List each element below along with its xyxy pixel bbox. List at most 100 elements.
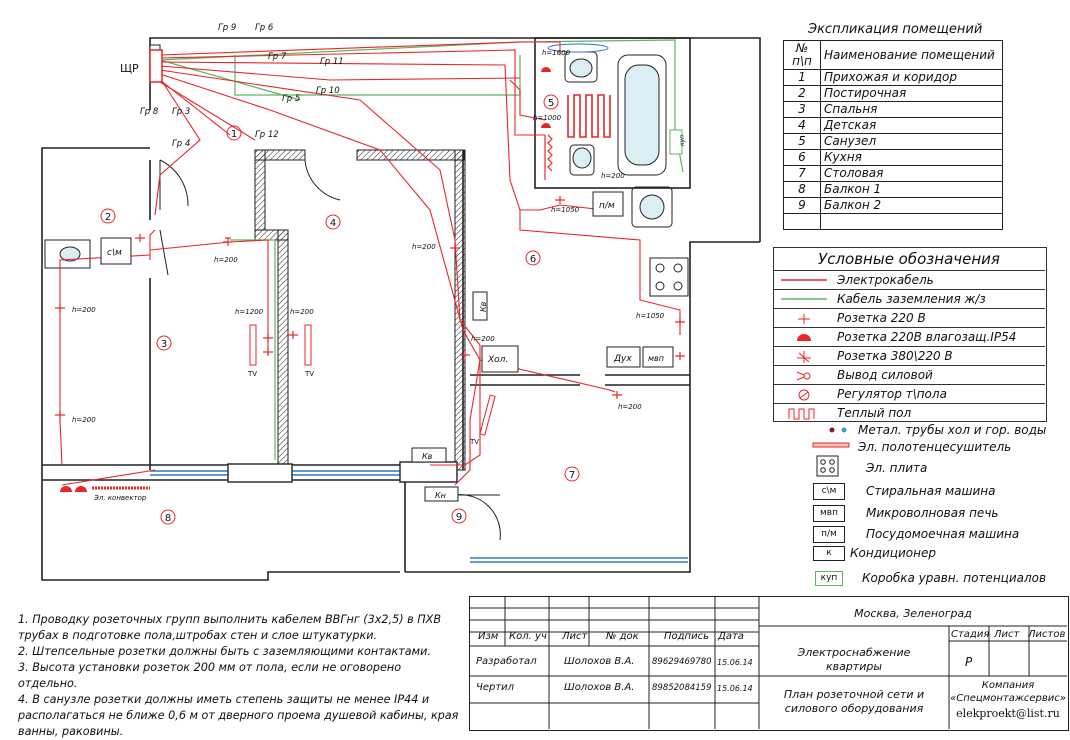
- tv-label: TV: [247, 370, 257, 378]
- ground-cable-icon: [781, 298, 827, 300]
- title-block: [469, 596, 1069, 731]
- doors: [159, 159, 501, 541]
- tv-marks: [249, 324, 496, 436]
- group-label: Гр 4: [172, 139, 190, 149]
- height-label: h=200: [290, 308, 314, 316]
- explication-title: Экспликация помещений: [808, 22, 983, 37]
- tb-role: Разработал: [476, 656, 537, 667]
- tb-sign: 89629469780: [652, 657, 712, 667]
- room-markers: 1 2 3 4 5 6 7 8 9: [100, 94, 580, 525]
- height-labels: h=1600 h=1000 h=200 h=1050 h=200 h=200 h…: [72, 49, 665, 424]
- tb-date: 15.06.14: [717, 658, 753, 667]
- dishwasher-symbol: п/м: [813, 526, 845, 543]
- tb-name: Шолохов В.А.: [564, 682, 635, 693]
- row-name: Прихожая и коридор: [820, 69, 1003, 86]
- ac-label: Кн: [435, 491, 446, 500]
- tb-date: 15.06.14: [717, 684, 753, 693]
- kup-label: куп: [679, 135, 686, 146]
- legend-label: Регулятор т\пола: [837, 387, 947, 401]
- height-label: h=1050: [551, 206, 580, 214]
- row-num: 1: [783, 69, 821, 86]
- legend-label: Кабель заземления ж/з: [837, 292, 986, 306]
- height-label: h=200: [214, 256, 238, 264]
- tb-header: № док: [606, 631, 639, 642]
- height-label: h=200: [72, 306, 96, 314]
- legend-label: Кондиционер: [850, 546, 936, 560]
- title-block-grid: [469, 596, 1067, 729]
- height-label: h=200: [412, 243, 436, 251]
- legend-label: Стиральная машина: [866, 484, 996, 498]
- legend-row: Розетка 380\220 В: [773, 346, 1045, 366]
- ip54-sockets: [60, 67, 551, 492]
- tb-company-line1: Компания: [981, 680, 1035, 691]
- row-name: Балкон 1: [820, 181, 1003, 198]
- floor-regulator-icon: [798, 389, 810, 401]
- legend-label: Розетка 380\220 В: [837, 349, 953, 363]
- height-label: h=1600: [542, 49, 571, 57]
- notes: 1. Проводку розеточных групп выполнить к…: [18, 612, 463, 740]
- row-num: 4: [783, 117, 821, 134]
- room-marker: 9: [456, 512, 462, 523]
- row-num: 3: [783, 101, 821, 118]
- row-num: 2: [783, 85, 821, 102]
- empty-cell: [820, 213, 1003, 230]
- ac-symbol: к: [813, 546, 845, 561]
- tv-label: TV: [304, 370, 314, 378]
- group-label: Гр 11: [320, 57, 344, 67]
- tb-sign: 89852084159: [652, 683, 712, 693]
- row-num: 8: [783, 181, 821, 198]
- height-label: h=1000: [533, 114, 562, 122]
- legend-box: [773, 247, 1047, 422]
- group-label: Гр 9: [218, 23, 236, 33]
- appliances: [100, 129, 683, 502]
- height-label: h=1200: [235, 308, 264, 316]
- tb-name: Шолохов В.А.: [564, 656, 635, 667]
- warm-floor: [567, 94, 611, 138]
- note: 1. Проводку розеточных групп выполнить к…: [18, 613, 442, 642]
- fridge-label: Хол.: [487, 355, 508, 365]
- height-label: h=200: [72, 416, 96, 424]
- power-outlet-icon: [796, 371, 811, 381]
- legend-label: Розетка 220В влагозащ.IP54: [837, 330, 1017, 344]
- tb-sheets-label: Листов: [1028, 629, 1066, 640]
- legend-row: Розетка 220В влагозащ.IP54: [773, 327, 1045, 347]
- tb-header: Изм: [478, 631, 499, 642]
- legend-row: Вывод силовой: [773, 365, 1045, 385]
- tb-company-line2: «Спецмонтажсервис»: [950, 693, 1066, 704]
- legend-row: Кабель заземления ж/з: [773, 289, 1045, 309]
- room-marker: 5: [548, 98, 554, 109]
- group-label: Гр 8: [140, 107, 159, 117]
- group-label: Гр 7: [268, 52, 287, 62]
- note: 2. Штепсельные розетки должны быть с заз…: [18, 645, 431, 658]
- convector-label: Эл. конвектор: [93, 494, 147, 502]
- row-name: Столовая: [820, 165, 1003, 182]
- legend-row: Теплый пол: [773, 403, 1045, 420]
- col-name-header: Наименование помещений: [820, 40, 1003, 70]
- tb-sheet-line1: План розеточной сети и: [783, 688, 925, 701]
- microwave-label: мвп: [648, 354, 664, 363]
- row-num: 7: [783, 165, 821, 182]
- legend-label: Микроволновая печь: [866, 506, 999, 520]
- height-label: h=200: [601, 172, 625, 180]
- tb-header: Подпись: [664, 631, 709, 642]
- legend-row: Электрокабель: [773, 270, 1045, 290]
- distribution-panel: [149, 49, 163, 83]
- legend-row: Розетка 220 В: [773, 308, 1045, 328]
- row-num: 6: [783, 149, 821, 166]
- row-name: Детская: [820, 117, 1003, 134]
- group-label: Гр 6: [255, 23, 274, 33]
- windows: [150, 461, 688, 563]
- group-label: Гр 10: [316, 86, 340, 96]
- towel-dryer-icon: [812, 442, 850, 448]
- room-marker: 6: [530, 254, 536, 265]
- legend-label: Электрокабель: [837, 273, 934, 287]
- ground-cables: [159, 39, 684, 460]
- row-num: 9: [783, 197, 821, 214]
- tb-sheet-line2: силового оборудования: [784, 702, 924, 715]
- washer-symbol: с\м: [813, 483, 845, 500]
- note: 4. В санузле розетки должны иметь степен…: [18, 693, 459, 738]
- tb-email: elekproekt@list.ru: [956, 707, 1060, 720]
- legend-label: Эл. полотенцесушитель: [858, 440, 1012, 454]
- floor-plan: ЩР Гр 9 Гр 6 Гр 7 Гр 11 Гр 10 Гр 5 Гр 8 …: [41, 23, 761, 581]
